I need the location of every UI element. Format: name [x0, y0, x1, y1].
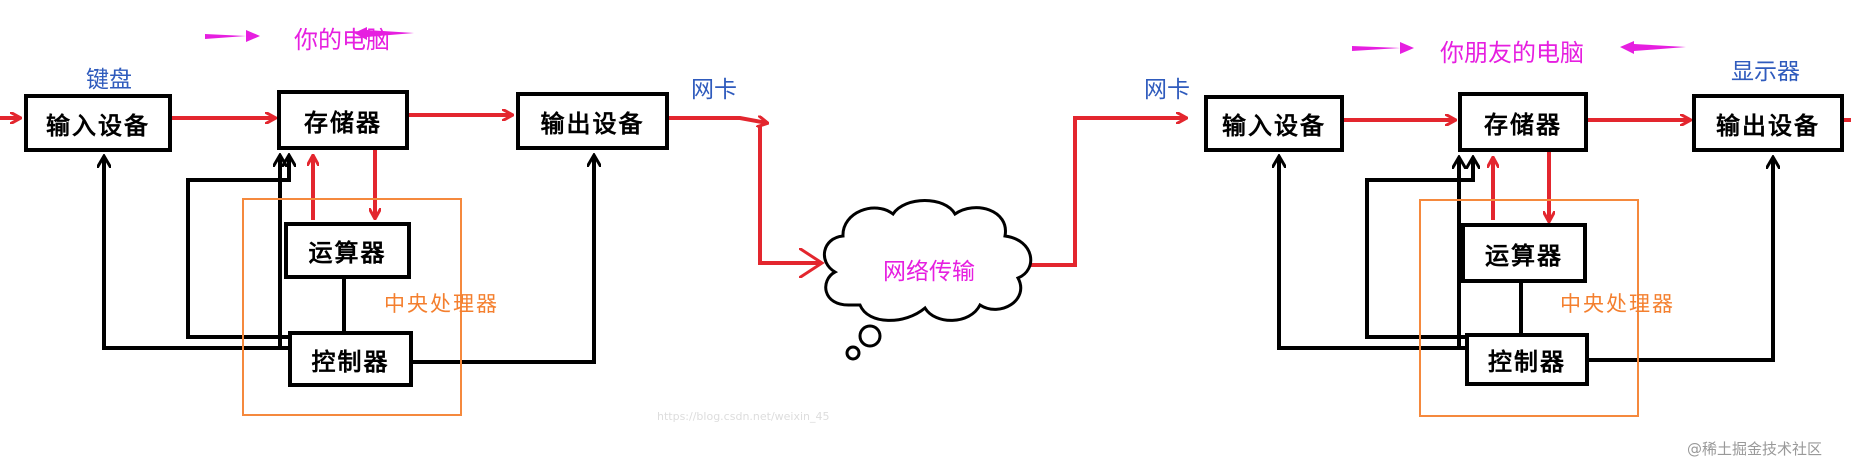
left-alu-box: 运算器	[284, 222, 411, 279]
network-cloud-to-right-arrow	[1025, 118, 1186, 267]
left-cpu-frame	[242, 198, 462, 416]
left-title-arrow-left	[367, 30, 414, 37]
left-control-to-storage-arrow-inner	[280, 156, 288, 350]
watermark-credit: @稀土掘金技术社区	[1687, 440, 1823, 458]
left-control-to-output-arrow	[413, 156, 594, 364]
left-output-device-box: 输出设备	[516, 92, 669, 150]
right-output-device-box: 输出设备	[1692, 94, 1844, 152]
left-control-box: 控制器	[288, 331, 413, 387]
cloud-bubble-small	[845, 345, 861, 361]
right-input-device-box: 输入设备	[1204, 95, 1344, 152]
right-title-arrow-right	[1352, 46, 1400, 51]
left-title-arrowhead-left	[354, 27, 367, 40]
network-path	[758, 118, 1186, 361]
left-input-device-box: 输入设备	[24, 94, 172, 152]
left-network-card-label: 网卡	[691, 77, 737, 103]
right-control-to-output-arrow	[1589, 158, 1773, 362]
right-cpu-frame	[1419, 199, 1639, 417]
right-control-to-storage-arrow-inner	[1459, 158, 1465, 350]
right-computer-arrows	[1279, 41, 1851, 362]
right-control-box: 控制器	[1465, 333, 1589, 386]
right-alu-box: 运算器	[1461, 223, 1587, 283]
right-control-to-input-arrow	[1279, 157, 1465, 350]
cloud-bubble-large	[858, 324, 882, 348]
right-title: 你朋友的电脑	[1440, 39, 1584, 67]
left-control-to-input-arrow	[104, 157, 288, 350]
network-down-to-cloud-arrow	[758, 125, 821, 263]
left-cpu-label: 中央处理器	[384, 292, 499, 316]
right-title-arrowhead-right	[1400, 42, 1414, 54]
left-computer-arrows	[0, 27, 767, 364]
right-display-label: 显示器	[1731, 59, 1800, 85]
left-keyboard-label: 键盘	[86, 67, 132, 93]
right-title-arrowhead-left	[1620, 41, 1634, 54]
left-title-arrow-right	[205, 34, 246, 39]
right-title-arrow-left	[1634, 44, 1686, 51]
left-title-arrowhead-right	[246, 30, 260, 42]
left-title: 你的电脑	[294, 26, 390, 54]
left-storage-box: 存储器	[277, 90, 409, 150]
watermark-url: https://blog.csdn.net/weixin_45	[657, 410, 830, 423]
left-control-to-storage-arrow-outer	[186, 156, 289, 339]
right-storage-box: 存储器	[1458, 92, 1588, 152]
left-output-to-network-arrow	[669, 118, 767, 123]
right-cpu-label: 中央处理器	[1560, 292, 1675, 316]
cloud-shape	[822, 199, 1033, 322]
cloud-label: 网络传输	[883, 259, 975, 285]
right-control-to-storage-arrow-outer	[1365, 158, 1473, 339]
right-network-card-label: 网卡	[1144, 77, 1190, 103]
